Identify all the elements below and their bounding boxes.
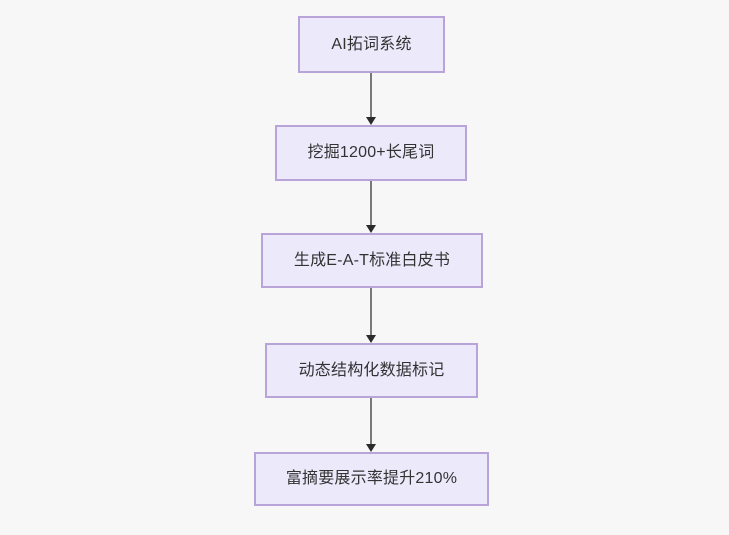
- arrowhead-icon: [366, 225, 376, 233]
- arrowhead-icon: [366, 335, 376, 343]
- edge-line: [370, 398, 372, 444]
- edge-line: [370, 73, 372, 117]
- flow-node[interactable]: 生成E-A-T标准白皮书: [261, 233, 483, 288]
- flow-node[interactable]: 动态结构化数据标记: [265, 343, 478, 398]
- arrowhead-icon: [366, 117, 376, 125]
- edge-line: [370, 181, 372, 225]
- flow-node[interactable]: 富摘要展示率提升210%: [254, 452, 489, 506]
- edge-line: [370, 288, 372, 335]
- flow-node[interactable]: 挖掘1200+长尾词: [275, 125, 467, 181]
- flow-node[interactable]: AI拓词系统: [298, 16, 445, 73]
- arrowhead-icon: [366, 444, 376, 452]
